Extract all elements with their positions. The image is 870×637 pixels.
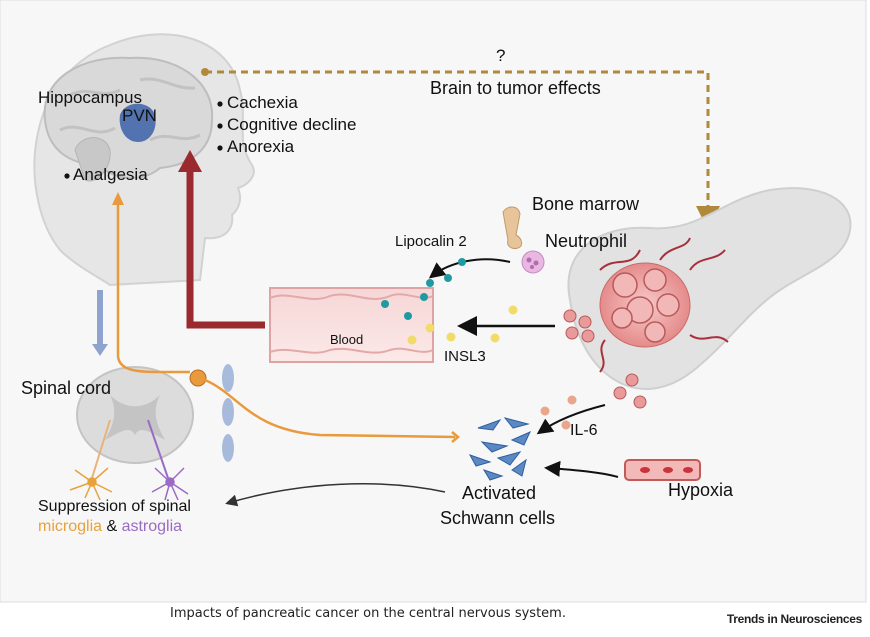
effect-cachexia: Cachexia xyxy=(227,93,298,112)
astroglia-label: astroglia xyxy=(121,518,183,535)
activated-label: Activated xyxy=(462,483,537,503)
blood-label: Blood xyxy=(330,332,364,347)
hypoxia-rbc xyxy=(640,467,693,473)
astroglia-cell xyxy=(151,467,189,501)
astroglia-link xyxy=(147,419,169,479)
tumor-vessels xyxy=(599,237,729,373)
ascending-nerve-arrowhead xyxy=(112,192,124,205)
nerve-ending xyxy=(451,431,460,443)
insl3-dots xyxy=(407,305,518,345)
schwann-cells-label: Schwann cells xyxy=(440,508,556,528)
vessel-wall-top xyxy=(269,293,434,300)
il6-arrow xyxy=(536,404,606,435)
pvn-region xyxy=(119,103,156,142)
bone-marrow-bone xyxy=(502,206,523,249)
brain-to-tumor-label: Brain to tumor effects xyxy=(430,78,601,98)
analgesia-label: Analgesia xyxy=(73,165,148,184)
microglia-cell xyxy=(69,467,113,501)
hypoxia-arrow xyxy=(544,460,619,478)
lipocalin-dots xyxy=(381,258,466,320)
bone-marrow-label: Bone marrow xyxy=(532,194,640,214)
il6-dots xyxy=(540,395,577,430)
brain-to-tumor-dashed-path xyxy=(205,70,720,230)
figure-caption: Impacts of pancreatic cancer on the cent… xyxy=(170,606,566,621)
brain-folds xyxy=(59,77,201,142)
blood-to-brain-arrowhead xyxy=(178,150,202,172)
microglia-link xyxy=(91,419,111,479)
lipocalin-label: Lipocalin 2 xyxy=(395,233,467,250)
ampersand: & xyxy=(102,518,122,535)
hippocampus-region xyxy=(74,137,111,182)
pvn-label: PVN xyxy=(122,106,157,125)
effect-anorexia: Anorexia xyxy=(227,137,295,156)
vessel-wall-bottom xyxy=(269,347,434,354)
peripheral-nerve-path xyxy=(204,378,456,439)
brain-to-tumor-origin-dot xyxy=(201,68,209,76)
il6-label: IL-6 xyxy=(570,422,598,439)
bullet-cachexia xyxy=(217,101,223,107)
lipocalin-arrow xyxy=(428,258,511,279)
blood-to-brain-arrow xyxy=(186,165,265,329)
effect-cognitive-decline: Cognitive decline xyxy=(227,115,357,134)
suppression-label: Suppression of spinal xyxy=(38,498,191,515)
vertebra xyxy=(222,364,234,462)
drg-ganglion xyxy=(189,369,207,387)
shed-tumor-cells xyxy=(563,309,647,409)
neutrophil-nucleus xyxy=(526,257,539,269)
hippocampus-label: Hippocampus xyxy=(38,88,142,107)
ascending-nerve-path xyxy=(116,195,190,374)
glia-label: microglia & astroglia xyxy=(38,518,182,536)
neutrophil-cell xyxy=(521,250,545,274)
hypoxia-label: Hypoxia xyxy=(668,480,734,500)
tumor-cells xyxy=(611,268,680,343)
microglia-label: microglia xyxy=(38,518,103,535)
neutrophil-label: Neutrophil xyxy=(545,231,628,251)
schwann-cells xyxy=(468,417,532,481)
insl3-label: INSL3 xyxy=(444,348,486,365)
question-mark: ? xyxy=(496,46,506,65)
spinal-cord-label: Spinal cord xyxy=(21,378,112,398)
brain-spinal-arrowhead xyxy=(92,344,108,356)
schwann-to-spinal-arrow xyxy=(225,483,446,507)
hypoxia-vessel xyxy=(624,459,701,481)
bullet-anorexia xyxy=(217,145,223,151)
bullet-cognitive xyxy=(217,123,223,129)
journal-name: Trends in Neurosciences xyxy=(726,612,862,626)
bullet-analgesia xyxy=(64,173,70,179)
